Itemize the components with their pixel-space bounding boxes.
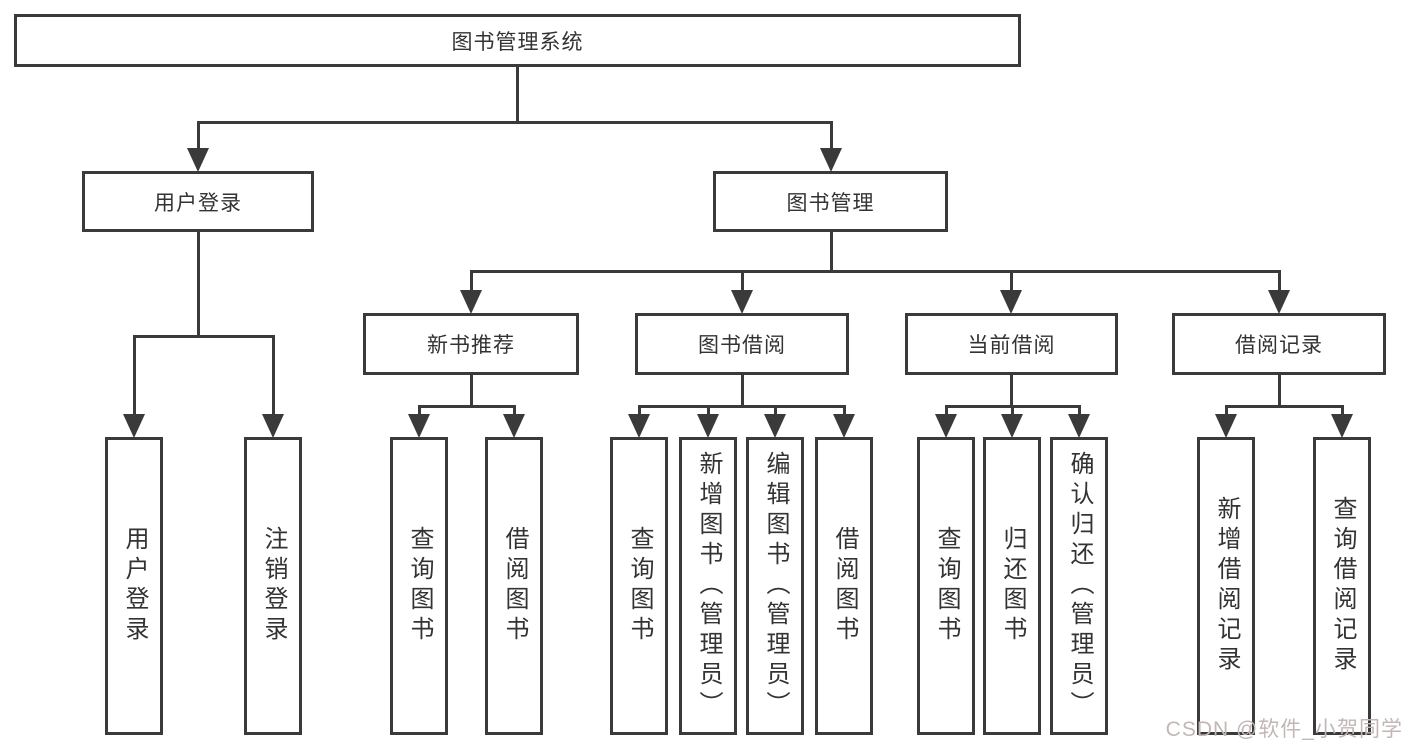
node-book-management: 图书管理 xyxy=(713,171,948,232)
connector-hline xyxy=(1224,404,1344,408)
connector-hline xyxy=(417,404,516,408)
connector-arrowhead-icon xyxy=(503,414,525,438)
node-user-login: 用户登录 xyxy=(82,171,314,232)
node-new-book-recommend: 新书推荐 xyxy=(363,313,579,375)
leaf-add-book-admin: 新增图书（管理员） xyxy=(679,437,737,735)
connector-vline xyxy=(1009,271,1013,294)
connector-vline xyxy=(1077,406,1081,418)
connector-vline xyxy=(829,232,833,273)
connector-arrowhead-icon xyxy=(1331,414,1353,438)
connector-vline xyxy=(196,232,200,338)
leaf-query-books-1: 查询图书 xyxy=(390,437,448,735)
connector-vline xyxy=(944,406,948,418)
leaf-user-login: 用户登录 xyxy=(105,437,163,735)
connector-arrowhead-icon xyxy=(731,290,753,314)
leaf-return-book: 归还图书 xyxy=(983,437,1041,735)
connector-vline xyxy=(1009,375,1013,408)
connector-arrowhead-icon xyxy=(187,148,209,172)
connector-arrowhead-icon xyxy=(1215,414,1237,438)
connector-vline xyxy=(515,67,519,124)
leaf-logout: 注销登录 xyxy=(244,437,302,735)
connector-vline xyxy=(829,122,833,152)
connector-arrowhead-icon xyxy=(935,414,957,438)
connector-arrowhead-icon xyxy=(460,290,482,314)
connector-arrowhead-icon xyxy=(628,414,650,438)
watermark-text: CSDN @软件_小贺同学 xyxy=(1165,718,1403,741)
connector-vline xyxy=(196,122,200,152)
connector-vline xyxy=(417,406,421,418)
connector-vline xyxy=(1010,406,1014,418)
node-root: 图书管理系统 xyxy=(14,14,1021,67)
node-book-borrow: 图书借阅 xyxy=(635,313,849,375)
connector-arrowhead-icon xyxy=(1000,290,1022,314)
connector-vline xyxy=(740,375,744,408)
connector-vline xyxy=(1277,271,1281,294)
leaf-query-books-2: 查询图书 xyxy=(610,437,668,735)
connector-hline xyxy=(132,334,275,338)
connector-vline xyxy=(469,375,473,408)
node-current-borrow: 当前借阅 xyxy=(905,313,1118,375)
leaf-query-borrow-record: 查询借阅记录 xyxy=(1313,437,1371,735)
connector-vline xyxy=(706,406,710,418)
leaf-query-books-3: 查询图书 xyxy=(917,437,975,735)
connector-hline xyxy=(637,404,846,408)
connector-arrowhead-icon xyxy=(833,414,855,438)
connector-hline xyxy=(469,269,1281,273)
leaf-borrow-books-1: 借阅图书 xyxy=(485,437,543,735)
connector-arrowhead-icon xyxy=(262,414,284,438)
connector-vline xyxy=(1277,375,1281,408)
connector-vline xyxy=(1340,406,1344,418)
connector-arrowhead-icon xyxy=(408,414,430,438)
connector-arrowhead-icon xyxy=(123,414,145,438)
node-borrow-records: 借阅记录 xyxy=(1172,313,1386,375)
leaf-confirm-return-admin: 确认归还（管理员） xyxy=(1050,437,1108,735)
leaf-edit-book-admin: 编辑图书（管理员） xyxy=(746,437,804,735)
connector-arrowhead-icon xyxy=(1268,290,1290,314)
leaf-borrow-books-2: 借阅图书 xyxy=(815,437,873,735)
connector-vline xyxy=(469,271,473,294)
connector-vline xyxy=(271,336,275,418)
connector-vline xyxy=(1224,406,1228,418)
connector-arrowhead-icon xyxy=(764,414,786,438)
connector-vline xyxy=(773,406,777,418)
connector-vline xyxy=(637,406,641,418)
connector-arrowhead-icon xyxy=(1001,414,1023,438)
leaf-add-borrow-record: 新增借阅记录 xyxy=(1197,437,1255,735)
connector-vline xyxy=(740,271,744,294)
connector-vline xyxy=(512,406,516,418)
connector-hline xyxy=(196,120,833,124)
connector-vline xyxy=(132,336,136,418)
connector-vline xyxy=(842,406,846,418)
connector-arrowhead-icon xyxy=(697,414,719,438)
connector-arrowhead-icon xyxy=(1068,414,1090,438)
connector-arrowhead-icon xyxy=(820,148,842,172)
